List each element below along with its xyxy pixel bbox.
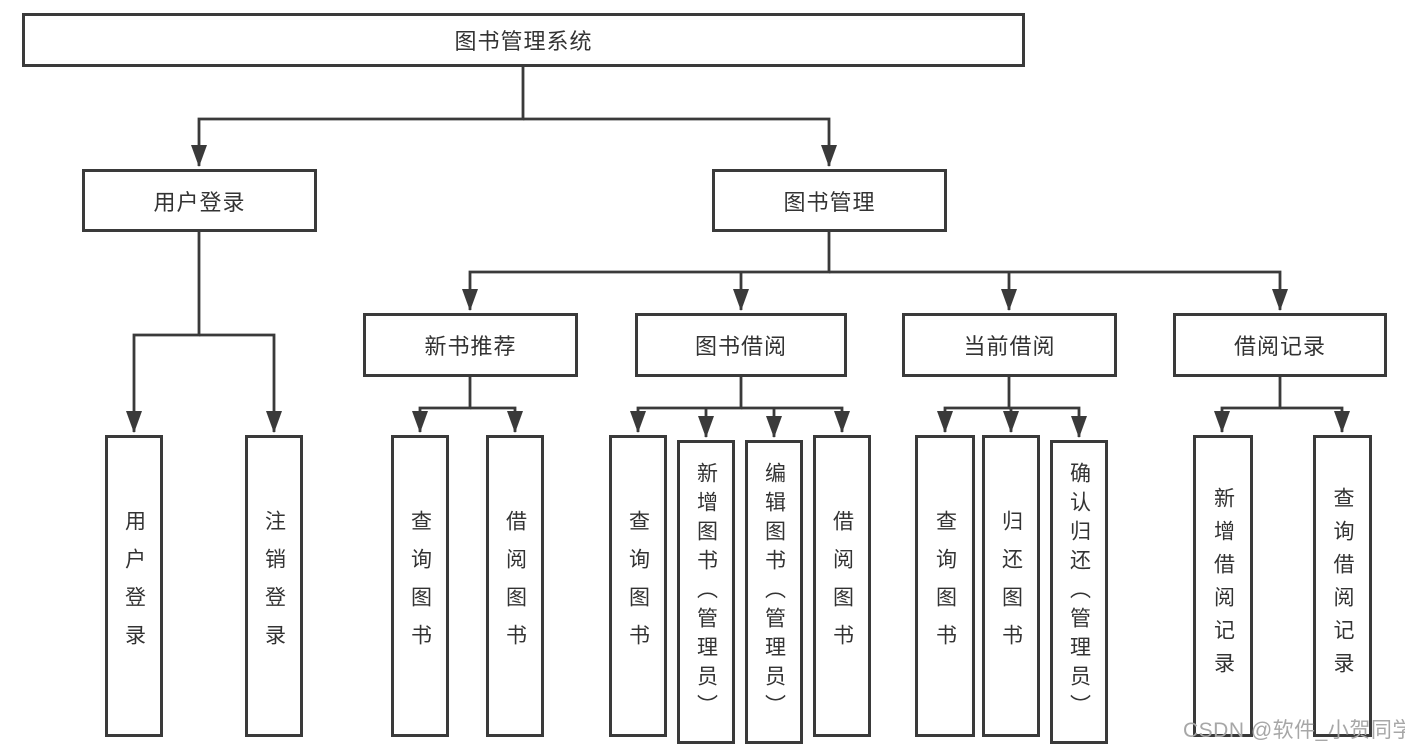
leaf-label: 查询图书 <box>626 510 650 662</box>
leaf-label: 查询图书 <box>933 510 957 662</box>
leaf-query-borrow-record: 查询借阅记录 <box>1313 435 1372 737</box>
leaf-query-books-borrowing: 查询图书 <box>609 435 667 737</box>
node-current-borrowing: 当前借阅 <box>902 313 1117 377</box>
node-label: 图书管理系统 <box>454 29 593 54</box>
leaf-borrow-books-borrowing: 借阅图书 <box>813 435 871 737</box>
leaf-label: 确认归还（管理员） <box>1067 461 1091 723</box>
leaf-add-borrow-record: 新增借阅记录 <box>1193 435 1253 737</box>
leaf-query-books-recommend: 查询图书 <box>391 435 449 737</box>
leaf-borrow-books-recommend: 借阅图书 <box>486 435 544 737</box>
connector-root-to-user-login <box>191 67 525 167</box>
leaf-user-login: 用户登录 <box>105 435 163 737</box>
leaf-label: 借阅图书 <box>503 510 527 662</box>
node-label: 新书推荐 <box>424 334 517 359</box>
connector-userlogin-to-leaf2 <box>199 333 282 433</box>
leaf-label: 注销登录 <box>262 510 286 662</box>
leaf-label: 用户登录 <box>122 510 146 662</box>
node-book-management: 图书管理 <box>712 169 947 232</box>
node-label: 用户登录 <box>153 189 246 215</box>
connector-borrow-to-leaf1 <box>630 377 743 433</box>
node-user-login: 用户登录 <box>82 169 317 232</box>
connector-mgmt-to-records <box>829 270 1288 311</box>
leaf-confirm-return-admin: 确认归还（管理员） <box>1050 440 1108 744</box>
connector-records-to-leaf2 <box>1280 406 1350 433</box>
connector-current-to-leaf1 <box>937 377 1011 433</box>
connector-root-to-book-management <box>523 117 837 167</box>
connector-newbook-to-leaf1 <box>412 377 472 433</box>
leaf-label: 借阅图书 <box>830 510 854 662</box>
leaf-edit-books-admin: 编辑图书（管理员） <box>745 440 803 744</box>
node-label: 借阅记录 <box>1233 334 1326 359</box>
node-label: 图书借阅 <box>694 334 787 359</box>
leaf-add-books-admin: 新增图书（管理员） <box>677 440 735 744</box>
leaf-return-books: 归还图书 <box>982 435 1040 737</box>
connector-mgmt-to-newbook <box>462 232 831 311</box>
leaf-label: 新增借阅记录 <box>1211 487 1235 685</box>
leaf-label: 查询图书 <box>408 510 432 662</box>
node-root-library-system: 图书管理系统 <box>22 13 1025 67</box>
connector-borrow-to-leaf4 <box>741 406 850 433</box>
node-new-book-recommendation: 新书推荐 <box>363 313 578 377</box>
leaf-query-books-current: 查询图书 <box>915 435 975 737</box>
connector-newbook-to-leaf2 <box>470 406 523 433</box>
leaf-label: 新增图书（管理员） <box>694 461 718 723</box>
connector-userlogin-to-leaf1 <box>126 232 201 433</box>
node-label: 图书管理 <box>783 189 876 215</box>
node-book-borrowing: 图书借阅 <box>635 313 847 377</box>
csdn-watermark: CSDN @软件_小贺同学 <box>1183 719 1405 742</box>
leaf-label: 归还图书 <box>999 510 1023 662</box>
node-borrowing-records: 借阅记录 <box>1173 313 1387 377</box>
node-label: 当前借阅 <box>963 334 1056 359</box>
leaf-logout: 注销登录 <box>245 435 303 737</box>
connector-records-to-leaf1 <box>1214 377 1282 433</box>
connector-current-to-leaf3 <box>1009 406 1087 438</box>
leaf-label: 编辑图书（管理员） <box>762 461 786 723</box>
leaf-label: 查询借阅记录 <box>1331 487 1354 685</box>
